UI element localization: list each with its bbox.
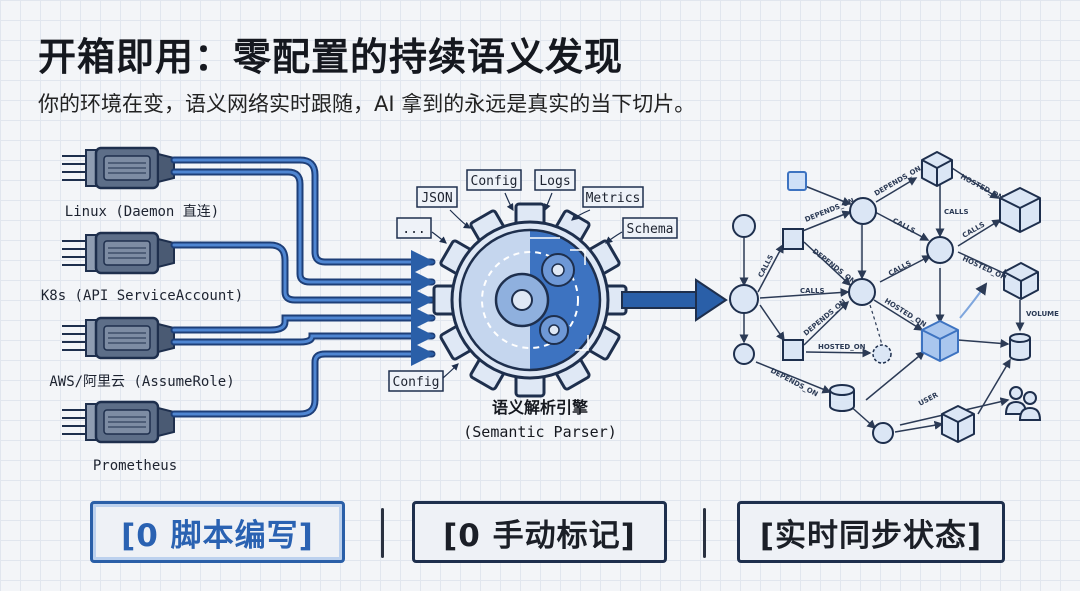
- database-icon: [1009, 333, 1031, 361]
- page-subtitle: 你的环境在变，语义网络实时跟随，AI 拿到的永远是真实的当下切片。: [38, 92, 696, 116]
- engine-subtitle: (Semantic Parser): [463, 423, 617, 441]
- cube-icon: [941, 405, 975, 443]
- tag-logs: Logs: [534, 169, 576, 212]
- svg-text:Metrics: Metrics: [586, 191, 641, 206]
- graph-node-square: [782, 228, 804, 250]
- graph-node-new: [787, 171, 807, 191]
- svg-text:DEPENDS_ON: DEPENDS_ON: [811, 247, 857, 286]
- tag-json: JSON: [416, 186, 472, 229]
- source-label-prometheus: Prometheus: [93, 458, 177, 474]
- source-connectors: Linux (Daemon 直连) K8s (API ServiceAccoun…: [41, 146, 243, 474]
- tag-config-bottom: Config: [388, 363, 459, 392]
- users-icon: [1004, 386, 1042, 421]
- svg-text:DEPENDS_ON: DEPENDS_ON: [769, 367, 819, 399]
- engine-title: 语义解析引擎: [492, 398, 589, 417]
- badge-zero-manual-tagging: [0 手动标记]: [412, 501, 667, 563]
- plug-icon: [62, 146, 175, 190]
- badge-zero-scripts: [0 脚本编写]: [90, 501, 345, 563]
- tag-ellipsis: ...: [396, 217, 447, 244]
- svg-text:HOSTED_ON: HOSTED_ON: [883, 297, 928, 329]
- output-arrow: [621, 278, 728, 322]
- tag-metrics: Metrics: [571, 186, 644, 221]
- tag-config-top: Config: [466, 169, 522, 212]
- source-label-linux: Linux (Daemon 直连): [65, 203, 219, 220]
- badge-realtime-sync: [实时同步状态]: [737, 501, 1005, 563]
- svg-text:JSON: JSON: [421, 191, 452, 206]
- graph-node-pending: [872, 344, 892, 364]
- database-icon: [829, 384, 855, 412]
- graph-node-circle: [926, 236, 954, 264]
- svg-text:USER: USER: [917, 391, 940, 408]
- plug-icon: [62, 316, 175, 360]
- svg-text:Schema: Schema: [627, 222, 674, 237]
- cube-icon: [921, 151, 953, 187]
- gear-icon: [432, 202, 628, 398]
- graph-node-circle: [729, 284, 759, 314]
- graph-node-square: [782, 339, 804, 361]
- source-label-cloud: AWS/阿里云 (AssumeRole): [49, 374, 234, 390]
- svg-text:CALLS: CALLS: [800, 287, 825, 295]
- source-label-k8s: K8s (API ServiceAccount): [41, 288, 243, 304]
- svg-text:Config: Config: [393, 375, 440, 390]
- semantic-network-graph: DEPENDS_ON DEPENDS_ON DEPENDS_ON DEPENDS…: [729, 151, 1059, 444]
- tag-schema: Schema: [605, 217, 678, 244]
- svg-text:DEPENDS_ON: DEPENDS_ON: [873, 164, 923, 197]
- plug-icon: [62, 400, 175, 444]
- discovery-diagram: Linux (Daemon 直连) K8s (API ServiceAccoun…: [41, 146, 1059, 474]
- svg-text:Config: Config: [471, 174, 518, 189]
- graph-node-circle: [732, 214, 756, 238]
- graph-node-circle: [872, 422, 894, 444]
- plug-icon: [62, 231, 175, 275]
- cube-icon: [999, 187, 1041, 233]
- graph-node-circle: [733, 343, 755, 365]
- data-cables: [170, 156, 436, 418]
- svg-text:CALLS: CALLS: [891, 217, 916, 236]
- badge-separator: [381, 508, 384, 558]
- svg-text:DEPENDS_ON: DEPENDS_ON: [802, 298, 847, 338]
- svg-text:Logs: Logs: [539, 174, 570, 189]
- badge-separator: [703, 508, 706, 558]
- input-tags: JSON Config Logs Metrics Schema ...: [388, 169, 678, 392]
- svg-text:HOSTED_ON: HOSTED_ON: [959, 173, 1005, 202]
- semantic-parser-engine: 语义解析引擎 (Semantic Parser): [432, 202, 628, 441]
- svg-text:HOSTED_ON: HOSTED_ON: [818, 343, 866, 351]
- svg-text:VOLUME: VOLUME: [1026, 310, 1059, 318]
- svg-text:CALLS: CALLS: [944, 208, 969, 216]
- cube-icon: [1003, 262, 1039, 300]
- svg-text:HOSTED_ON: HOSTED_ON: [961, 255, 1008, 282]
- graph-node-circle: [849, 197, 877, 225]
- graph-node-circle: [848, 278, 876, 306]
- svg-text:CALLS: CALLS: [887, 259, 912, 278]
- cube-icon: [921, 320, 959, 362]
- page-title: 开箱即用：零配置的持续语义发现: [38, 35, 624, 79]
- svg-text:...: ...: [402, 222, 425, 237]
